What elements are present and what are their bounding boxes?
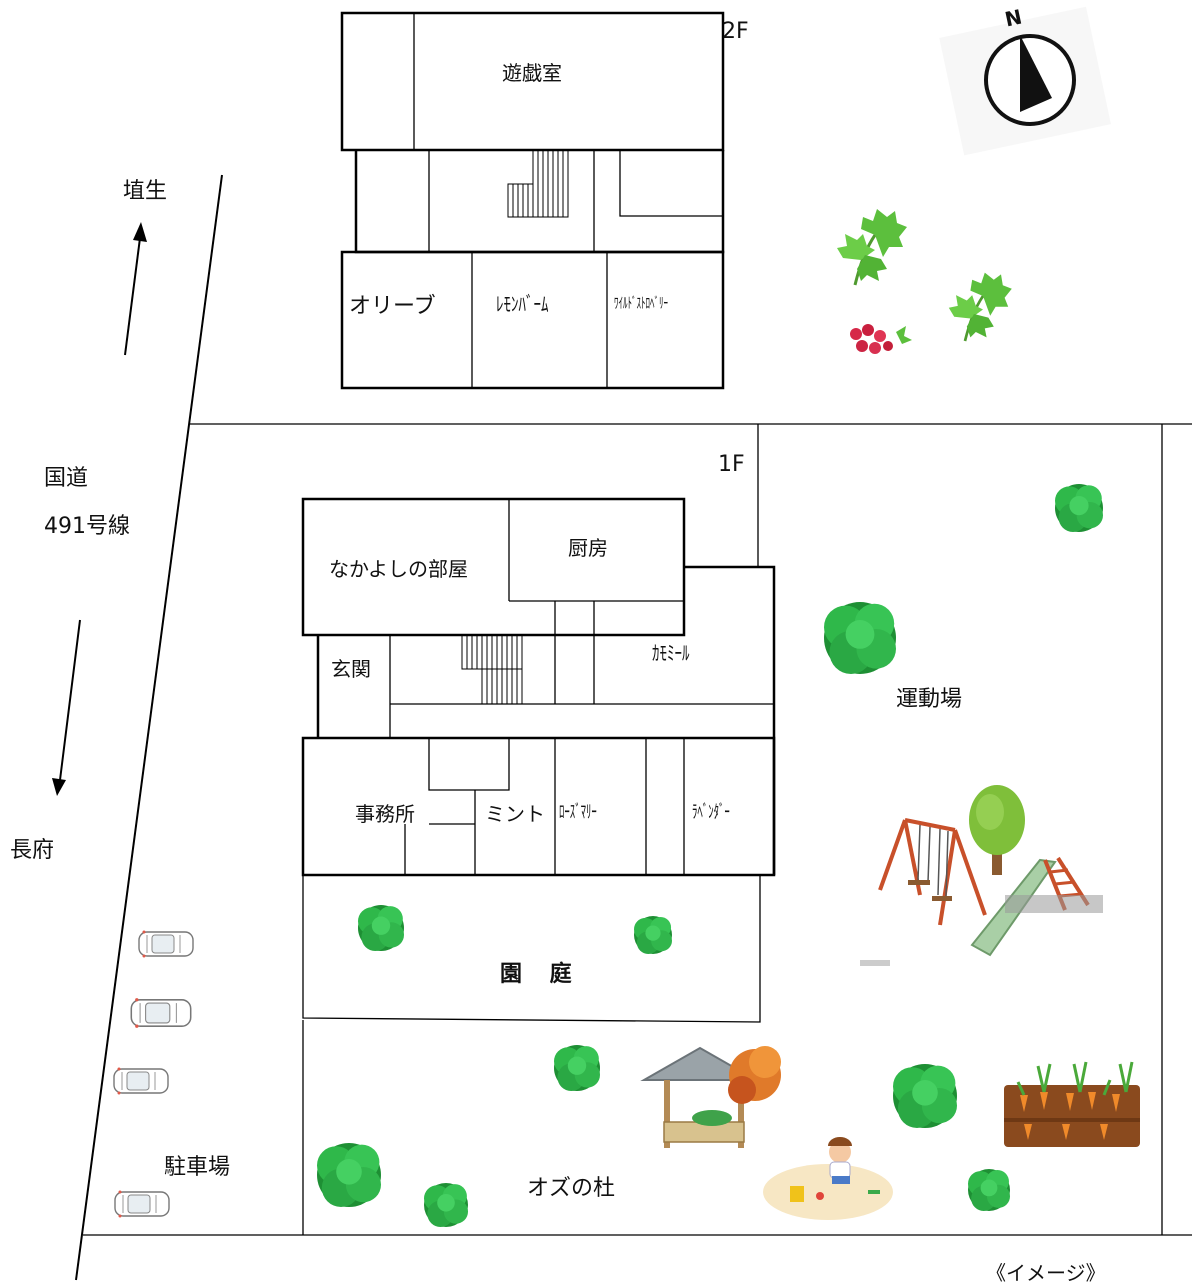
room-olive: オリーブ [349, 294, 436, 319]
swing-icon [878, 818, 987, 926]
room-nakayoshi: なかよしの部屋 [329, 557, 468, 581]
road-south-destination: 長府 [10, 838, 55, 863]
area-parking: 駐車場 [164, 1155, 231, 1180]
vegetable-bed-icon [1004, 1061, 1140, 1147]
compass-icon [939, 6, 1111, 156]
road-name-line1: 国道 [44, 466, 89, 491]
area-garden: 園 庭 [500, 962, 582, 987]
building-2f [340, 11, 725, 390]
stairs-2f [507, 149, 569, 218]
image-note: 《イメージ》 [986, 1261, 1106, 1285]
room-rosemary: ﾛｰｽﾞﾏﾘｰ [559, 802, 597, 823]
room-playroom: 遊戯室 [502, 61, 562, 85]
north-arrow-icon [124, 222, 147, 356]
gazebo-icon [640, 1046, 781, 1148]
site-boundary [83, 423, 1192, 1236]
tree-tall-icon [969, 785, 1025, 875]
sandbox-icon [763, 1137, 893, 1220]
floor-label-1f: 1F [718, 452, 745, 477]
area-playground: 運動場 [896, 687, 963, 712]
room-mint: ミント [485, 802, 545, 826]
room-wildstrawberry: ﾜｲﾙﾄﾞｽﾄﾛﾍﾞﾘｰ [614, 294, 669, 312]
stairs-1f [461, 634, 523, 705]
room-chamomile: ｶﾓﾐｰﾙ [652, 641, 690, 665]
room-entrance: 玄関 [331, 657, 371, 681]
area-forest: オズの杜 [527, 1176, 616, 1201]
floor-label-2f: 2F [722, 19, 749, 44]
building-1f [301, 497, 776, 877]
slide-icon [860, 856, 1103, 966]
room-lemonbalm: ﾚﾓﾝﾊﾞｰﾑ [496, 292, 549, 316]
room-office: 事務所 [355, 802, 415, 826]
road-line [75, 174, 223, 1281]
road-name-line2: 491号線 [44, 514, 130, 539]
room-kitchen: 厨房 [568, 536, 608, 560]
room-lavender: ﾗﾍﾞﾝﾀﾞｰ [692, 802, 730, 823]
south-arrow-icon [52, 619, 81, 796]
herb-icon [835, 207, 1014, 354]
road-north-destination: 埴生 [123, 179, 168, 204]
